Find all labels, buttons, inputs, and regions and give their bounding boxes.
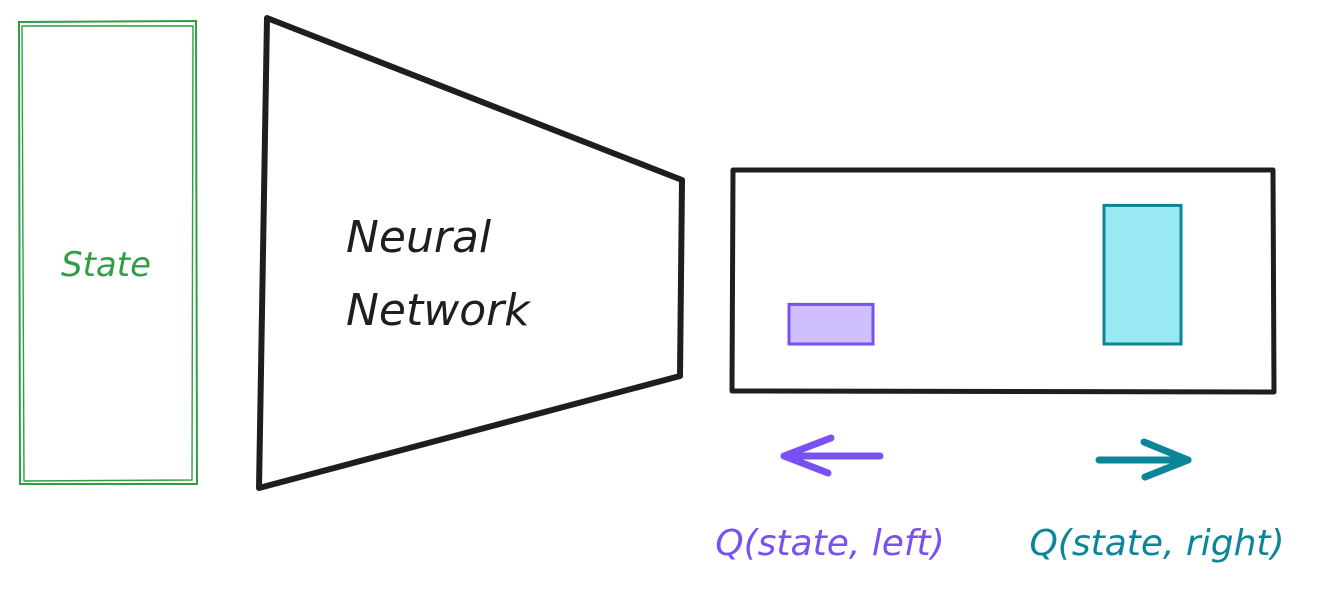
state-label: State xyxy=(61,245,151,285)
output-layer xyxy=(729,167,1277,395)
arrow-right-icon xyxy=(1095,438,1192,481)
network-label-line2: Network xyxy=(346,285,531,336)
q-left-bar xyxy=(787,302,875,346)
network-label-line1: Neural xyxy=(346,212,492,263)
q-right-bar xyxy=(1102,203,1183,346)
q-right-label: Q(state, right) xyxy=(1029,523,1284,564)
state-vector: State xyxy=(17,19,199,485)
arrow-left-icon xyxy=(780,434,884,477)
neural-network: Neural Network xyxy=(256,15,685,491)
q-left-label: Q(state, left) xyxy=(715,523,944,564)
